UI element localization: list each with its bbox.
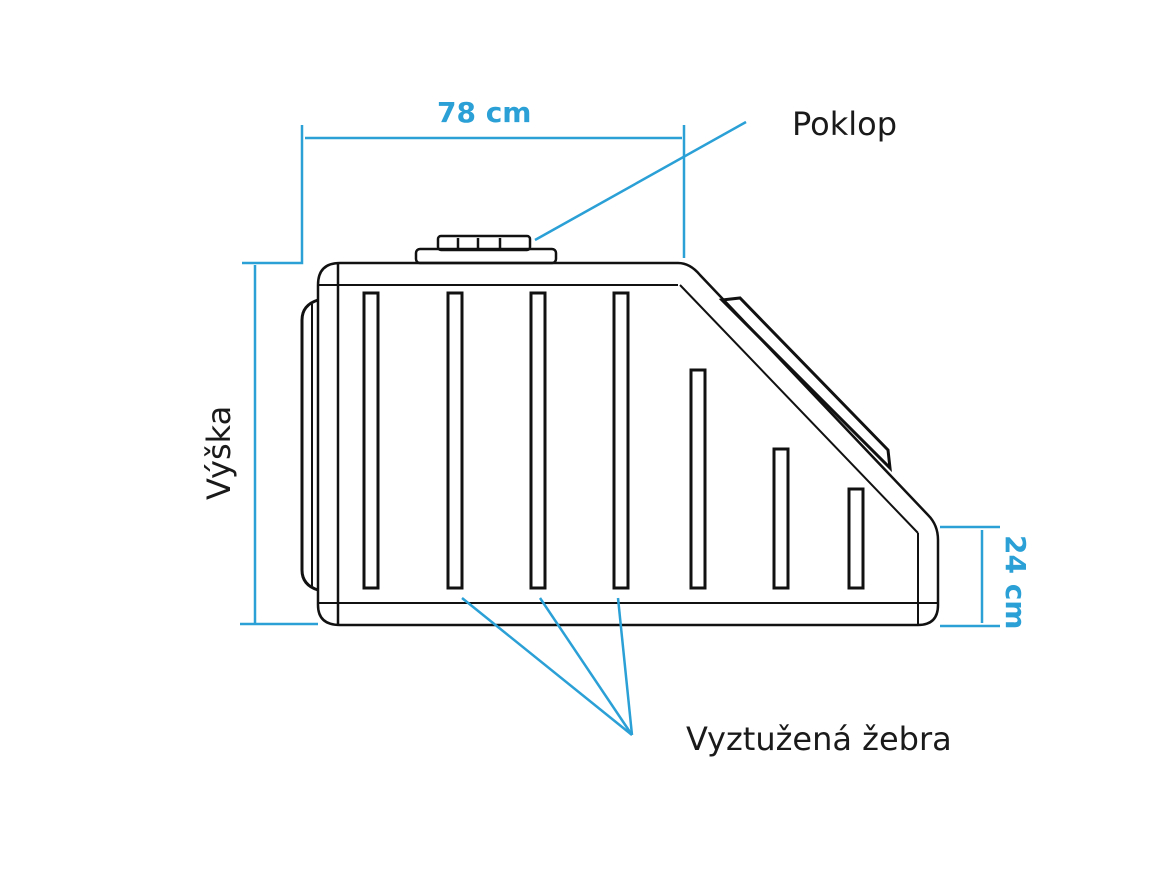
reinforcement-ribs [362,291,865,590]
height-label: Výška [200,405,238,500]
dimension-lines [240,120,1000,736]
step-height-dimension-label: 24 cm [999,535,1032,630]
tank-left-cap [300,298,319,592]
width-dimension-label: 78 cm [437,96,532,129]
lid [414,234,558,265]
slope-panel [718,296,892,473]
ribs-label: Vyztužená žebra [686,720,952,758]
lid-label: Poklop [792,105,898,143]
tank-body [316,261,940,627]
